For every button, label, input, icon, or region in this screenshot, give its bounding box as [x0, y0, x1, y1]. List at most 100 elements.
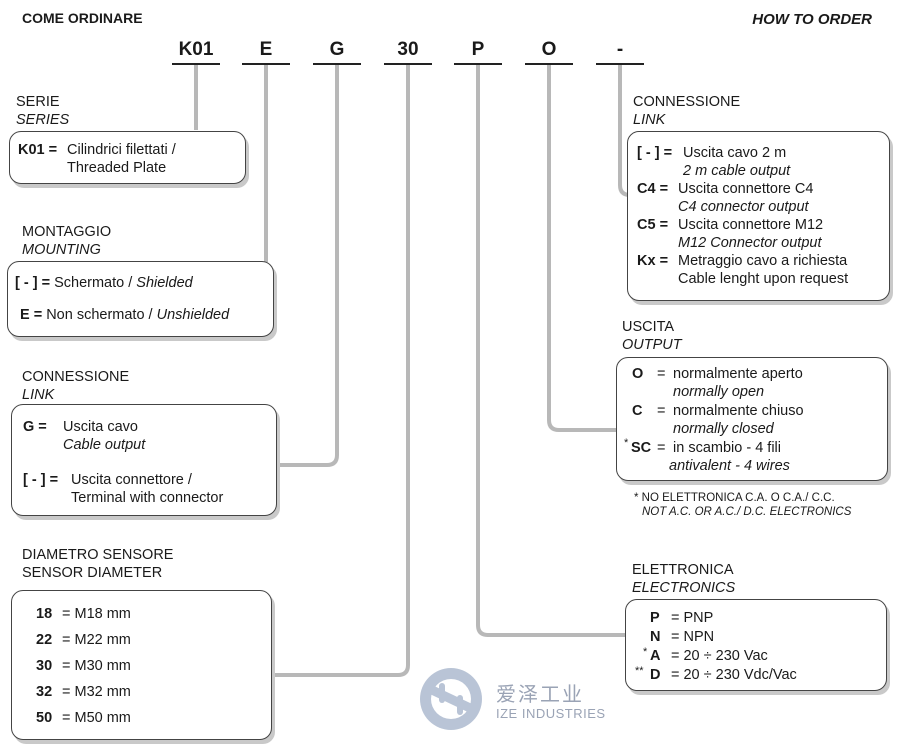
uscita-key-sc: SC [631, 440, 652, 456]
elettronica-key-n: N [650, 629, 661, 645]
code-output: O [525, 38, 573, 65]
uscita-note-line1: * NO ELETTRONICA C.A. O C.A./ C.C. [634, 492, 835, 504]
code-link: G [313, 38, 361, 65]
connessione-right-kx-line2: Cable lenght upon request [678, 271, 849, 287]
code-connection: - [596, 38, 644, 65]
serie-box: K01 = Cilindrici filettati / Threaded Pl… [9, 131, 246, 184]
elettronica-title-en: ELECTRONICS [632, 580, 736, 596]
connessione-right-key-kx: Kx = [637, 253, 669, 269]
uscita-o-line1: normalmente aperto [673, 366, 803, 382]
uscita-eq-c: = [657, 403, 666, 419]
diametro-value-32: = M32 mm [62, 684, 131, 700]
montaggio-key-shielded: [ - ] = [15, 275, 51, 291]
montaggio-title-en: MOUNTING [22, 242, 101, 258]
diametro-title: DIAMETRO SENSORE SENSOR DIAMETER [22, 546, 173, 582]
serie-title-it: SERIE [16, 94, 60, 110]
connessione-right-title-it: CONNESSIONE [633, 94, 741, 110]
connessione-right-kx-line1: Metraggio cavo a richiesta [678, 253, 848, 269]
connessione-right-key-dash: [ - ] = [637, 145, 673, 161]
connessione-left-title: CONNESSIONE LINK [22, 368, 129, 404]
elettronica-value-p: = PNP [671, 610, 714, 626]
diametro-box: 18 = M18 mm 22 = M22 mm 30 = M30 mm 32 =… [11, 590, 272, 740]
connessione-right-c5-line2: M12 Connector output [678, 235, 822, 251]
elettronica-star-a: * [643, 646, 648, 658]
elettronica-star-d: ** [635, 665, 644, 677]
diametro-key-32: 32 [36, 684, 53, 700]
elettronica-value-n: = NPN [671, 629, 715, 645]
montaggio-key-unshielded: E = [20, 307, 43, 323]
montaggio-row-shielded: [ - ] = Schermato / Shielded [15, 274, 193, 292]
montaggio-row-unshielded: E = Non schermato / Unshielded [20, 306, 229, 324]
code-series: K01 [172, 38, 220, 65]
connessione-left-dash-line2: Terminal with connector [71, 490, 224, 506]
diametro-value-22: = M22 mm [62, 632, 131, 648]
logo-text-cn: 爱泽工业 [496, 684, 584, 706]
uscita-eq-sc: = [657, 440, 666, 456]
serie-line2: Threaded Plate [67, 160, 167, 176]
diametro-title-en: SENSOR DIAMETER [22, 565, 163, 581]
montaggio-text-unshielded: Non schermato / [46, 307, 157, 323]
uscita-c-line2: normally closed [673, 421, 774, 437]
montaggio-title: MONTAGGIO MOUNTING [22, 223, 111, 259]
diametro-value-50: = M50 mm [62, 710, 131, 726]
uscita-c-line1: normalmente chiuso [673, 403, 804, 419]
serie-title: SERIE SERIES [16, 93, 69, 129]
uscita-note-line2: NOT A.C. OR A.C./ D.C. ELECTRONICS [642, 506, 852, 518]
diametro-value-18: = M18 mm [62, 606, 131, 622]
montaggio-text-shielded: Schermato / [54, 275, 137, 291]
serie-title-en: SERIES [16, 112, 70, 128]
header-left-title: COME ORDINARE [22, 10, 143, 26]
code-electronics: P [454, 38, 502, 65]
connessione-right-title-en: LINK [633, 112, 666, 128]
uscita-key-o: O [632, 366, 644, 382]
uscita-title-en: OUTPUT [622, 337, 682, 353]
elettronica-key-a: A [650, 648, 661, 664]
code-diameter: 30 [384, 38, 432, 65]
serie-line1: Cilindrici filettati / [67, 142, 176, 158]
serie-key: K01 = [18, 142, 58, 158]
uscita-title-it: USCITA [622, 319, 675, 335]
diametro-key-18: 18 [36, 606, 53, 622]
connector-elettronica [476, 64, 625, 637]
connessione-right-key-c5: C5 = [637, 217, 669, 233]
connessione-right-c4-line2: C4 connector output [678, 199, 809, 215]
diametro-key-22: 22 [36, 632, 53, 648]
uscita-sc-line2: antivalent - 4 wires [669, 458, 790, 474]
uscita-o-line2: normally open [673, 384, 765, 400]
elettronica-value-a: = 20 ÷ 230 Vac [671, 648, 768, 664]
connector-diametro [272, 64, 410, 677]
elettronica-key-d: D [650, 667, 661, 683]
header-right-title: HOW TO ORDER [752, 11, 872, 28]
uscita-key-c: C [632, 403, 643, 419]
montaggio-text-shielded-en: Shielded [136, 275, 193, 291]
elettronica-key-p: P [650, 610, 660, 626]
montaggio-box: [ - ] = Schermato / Shielded E = Non sch… [7, 261, 274, 337]
diametro-key-30: 30 [36, 658, 53, 674]
diametro-key-50: 50 [36, 710, 53, 726]
uscita-sc-star: * [624, 437, 629, 449]
elettronica-title-it: ELETTRONICA [632, 562, 734, 578]
connessione-left-g-line2: Cable output [63, 437, 146, 453]
connector-connessione [277, 64, 339, 467]
uscita-box: O = normalmente aperto normally open C =… [616, 357, 888, 481]
connessione-left-dash-line1: Uscita connettore / [71, 472, 192, 488]
connessione-right-c4-line1: Uscita connettore C4 [678, 181, 814, 197]
logo-text-en: IZE INDUSTRIES [496, 706, 606, 721]
uscita-title: USCITA OUTPUT [622, 318, 682, 354]
montaggio-text-unshielded-en: Unshielded [156, 307, 230, 323]
elettronica-value-d: = 20 ÷ 230 Vdc/Vac [671, 667, 797, 683]
logo-mark-icon [420, 668, 482, 730]
connessione-left-box: G = Uscita cavo Cable output [ - ] = Usc… [11, 404, 277, 516]
elettronica-box: P = PNP N = NPN * A = 20 ÷ 230 Vac ** D … [625, 599, 887, 691]
connessione-right-dash-line2: 2 m cable output [683, 163, 791, 179]
code-mounting: E [242, 38, 290, 65]
uscita-eq-o: = [657, 366, 666, 382]
connessione-left-key-dash: [ - ] = [23, 472, 59, 488]
diametro-title-it: DIAMETRO SENSORE [22, 547, 174, 563]
diametro-value-30: = M30 mm [62, 658, 131, 674]
connessione-right-c5-line1: Uscita connettore M12 [678, 217, 824, 233]
connessione-left-g-line1: Uscita cavo [63, 419, 138, 435]
connessione-right-dash-line1: Uscita cavo 2 m [683, 145, 787, 161]
connessione-right-box: [ - ] = Uscita cavo 2 m 2 m cable output… [627, 131, 890, 301]
